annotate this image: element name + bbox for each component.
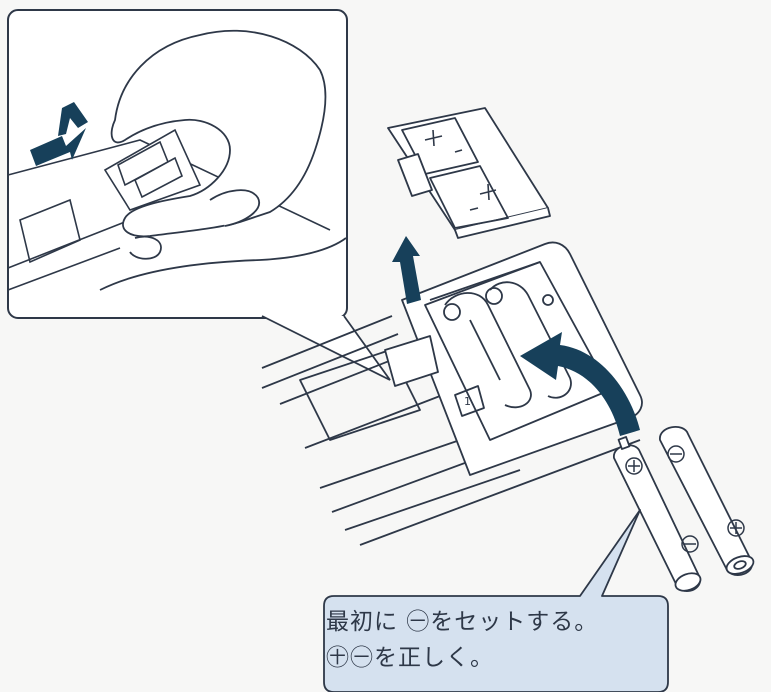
aaa-battery-icon [613,426,755,592]
callout-text: 最初に ㊀をセットする。 ㊉㊀を正しく。 [326,604,656,676]
callout-line-1: 最初に ㊀をセットする。 [326,609,599,635]
callout-line-2: ㊉㊀を正しく。 [326,645,494,671]
up-arrow-icon [392,236,421,304]
inset-panel [7,9,348,319]
inset-pointer [261,315,391,381]
inset-battery-cover-icon [103,128,202,211]
curved-arrow-icon [520,332,640,436]
inset-arrow-icon [30,102,88,166]
hand-icon [99,29,347,291]
battery-cover-icon [387,107,551,239]
bay-number-label: 1 [464,395,471,408]
